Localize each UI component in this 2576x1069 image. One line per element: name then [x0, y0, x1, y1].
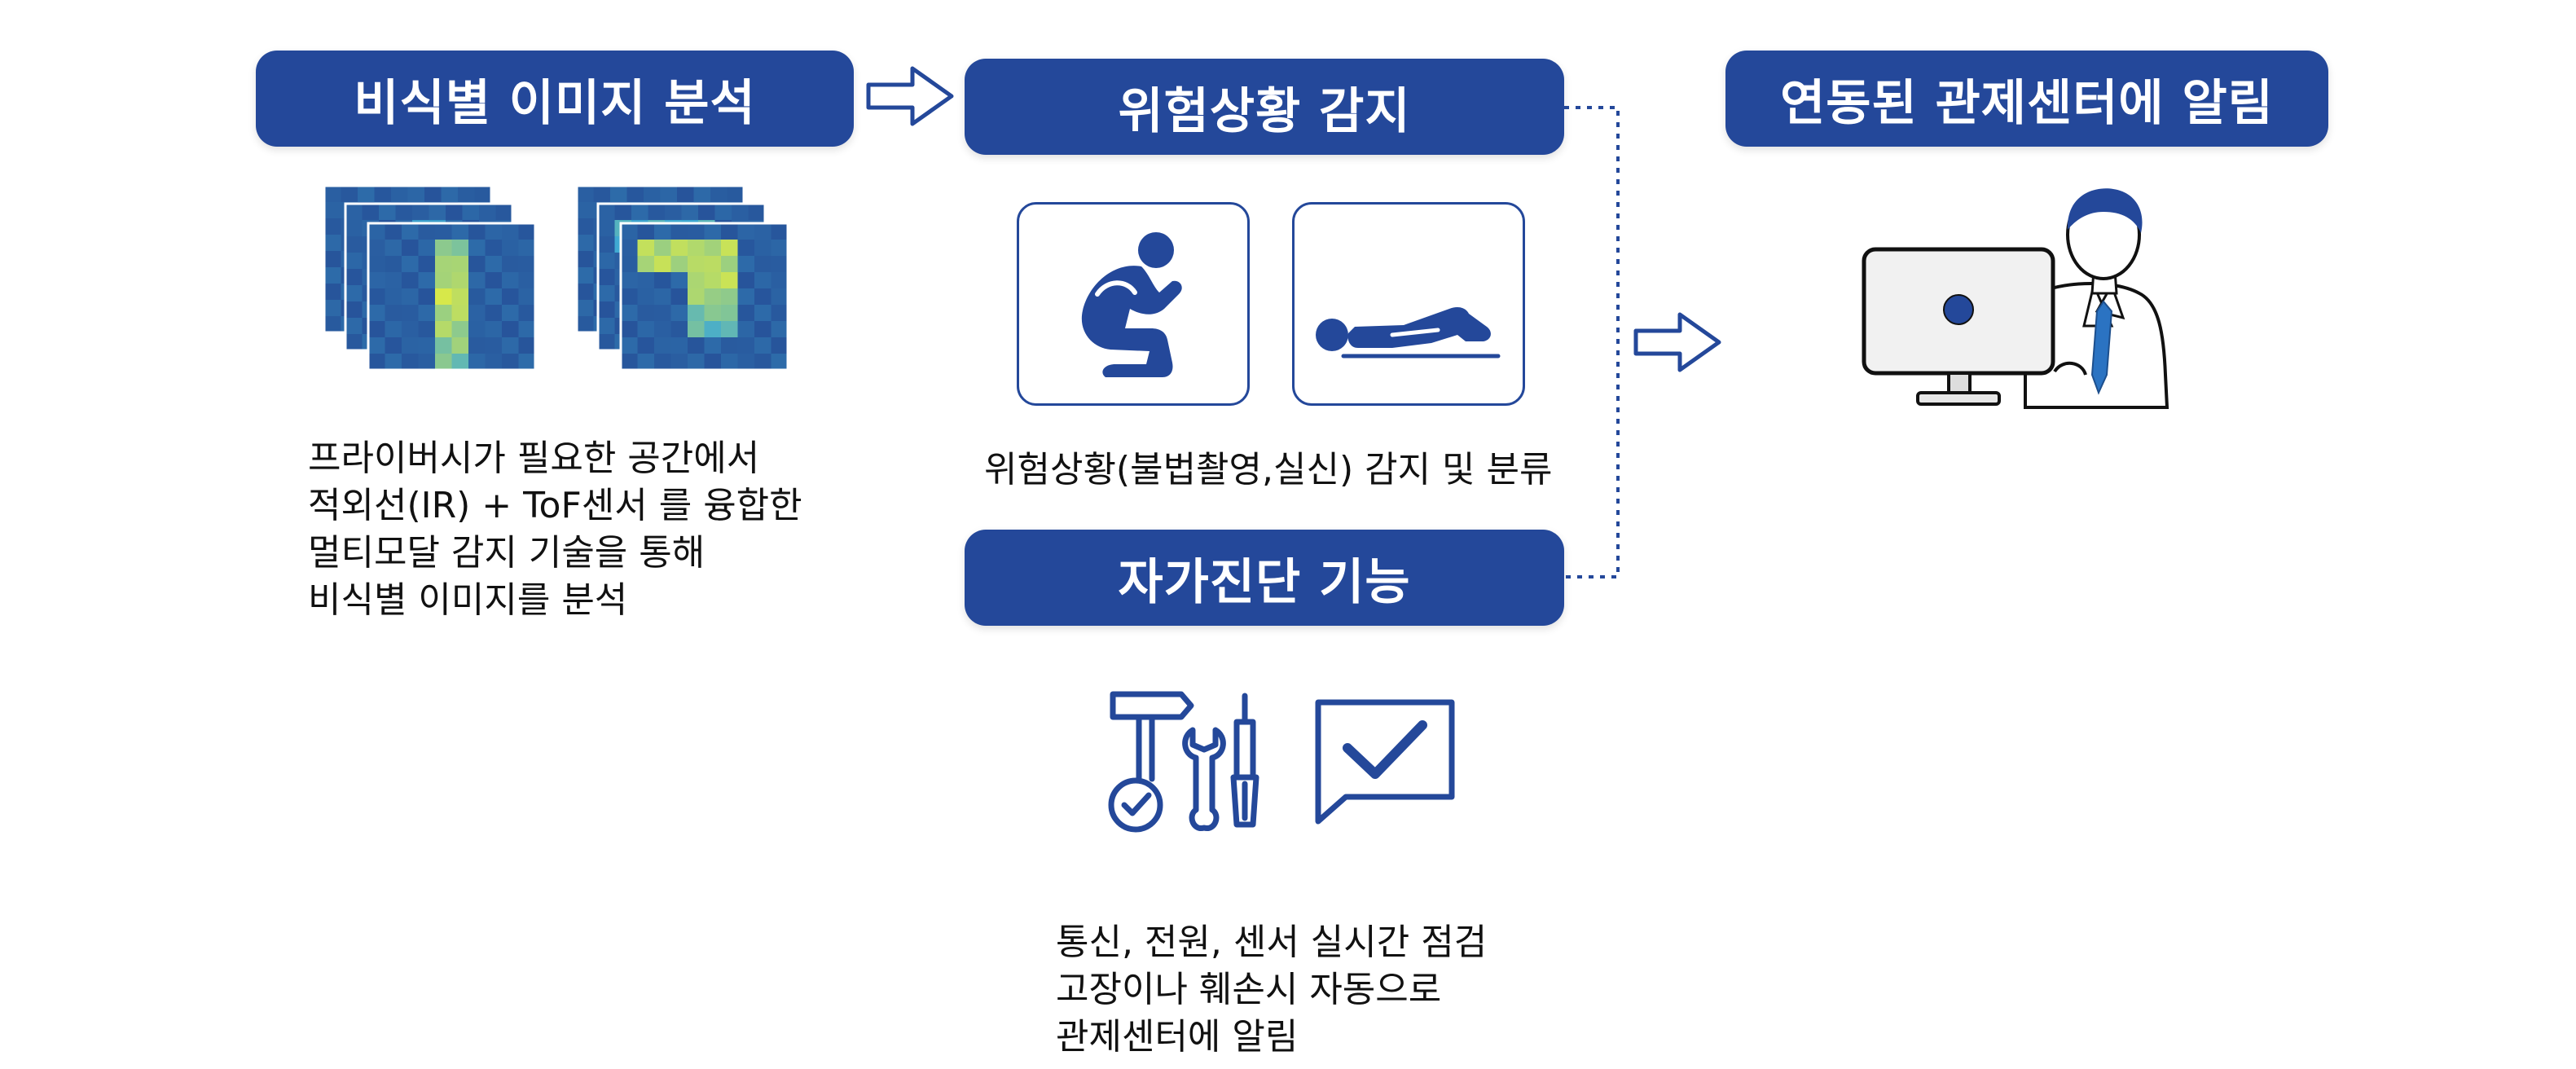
- dotted-connector: [1564, 106, 1620, 578]
- self-diagnosis-description-line: 고장이나 훼손시 자동으로: [1056, 969, 1442, 1010]
- self-diagnosis-pill: 자가진단 기능: [965, 530, 1564, 626]
- analysis-title-pill: 비식별 이미지 분석: [256, 51, 854, 147]
- repair-tools-icon: [1108, 691, 1259, 833]
- check-message-icon: [1315, 699, 1455, 825]
- crouch-card: [1017, 202, 1250, 406]
- self-diagnosis-description-line: 관제센터에 알림: [1056, 1016, 1299, 1058]
- thermal-heatmap-icon: [575, 184, 789, 372]
- analysis-description-line: 멀티모달 감지 기술을 통해: [308, 532, 706, 574]
- control-center-title: 연동된 관제센터에 알림: [1780, 74, 2274, 132]
- thermal-heatmap-icon: [323, 184, 537, 372]
- self-diagnosis-title: 자가진단 기능: [1118, 553, 1411, 611]
- self-diagnosis-description-line: 통신, 전원, 센서 실시간 점검: [1056, 922, 1488, 963]
- danger-caption: 위험상황(불법촬영,실신) 감지 및 분류: [984, 449, 1553, 491]
- lying-card: [1292, 202, 1525, 406]
- analysis-description: 프라이버시가 필요한 공간에서 적외선(IR) + ToF센서 를 융합한 멀티…: [308, 435, 802, 624]
- analysis-title: 비식별 이미지 분석: [354, 74, 756, 132]
- control-center-pill: 연동된 관제센터에 알림: [1725, 51, 2328, 147]
- lying-person-icon: [1316, 307, 1501, 359]
- crouching-person-icon: [1081, 232, 1182, 377]
- analysis-description-line: 적외선(IR) + ToF센서 를 융합한: [308, 485, 802, 526]
- self-diagnosis-description: 통신, 전원, 센서 실시간 점검 고장이나 훼손시 자동으로 관제센터에 알림: [1056, 919, 1487, 1061]
- danger-detection-pill: 위험상황 감지: [965, 59, 1564, 155]
- arrow-right-icon: [1633, 312, 1721, 372]
- arrow-right-icon: [866, 66, 954, 126]
- analysis-description-line: 비식별 이미지를 분석: [308, 579, 628, 621]
- danger-detection-title: 위험상황 감지: [1118, 82, 1411, 140]
- operator-at-monitor-icon: [1862, 188, 2169, 409]
- analysis-description-line: 프라이버시가 필요한 공간에서: [308, 438, 760, 479]
